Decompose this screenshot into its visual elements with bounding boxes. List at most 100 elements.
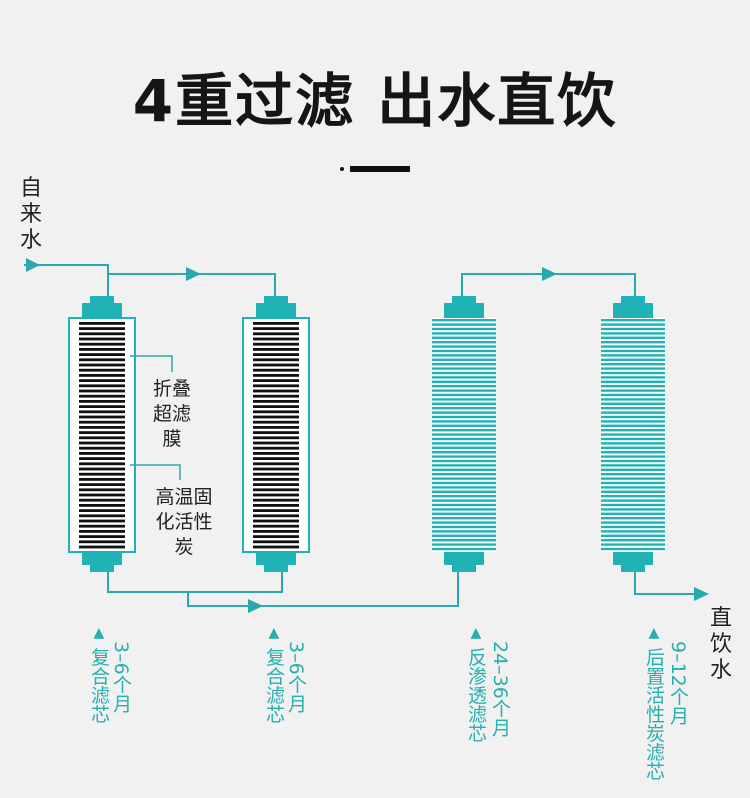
filter-2-stripe: [253, 483, 299, 486]
filter-cartridge-2: [242, 296, 310, 572]
arrow-top-right: [542, 267, 557, 281]
filter-3-stripe: [432, 433, 496, 436]
filter-1-stripe: [79, 358, 125, 362]
filter-2-stripe: [253, 446, 299, 450]
filter-4-stripe: [601, 543, 665, 546]
filter-3-stripe: [432, 358, 496, 361]
filter-1-stripe: [79, 322, 125, 325]
filter-4-stripe: [601, 345, 665, 348]
filter-3-caption: ▲ 反渗透滤芯: [464, 625, 487, 743]
filter-3-stripe: [432, 371, 496, 375]
filter-4-stripe: [601, 371, 665, 375]
filter-4-stripe: [601, 508, 665, 511]
filter-2-stripe: [253, 488, 299, 492]
filter-2-stripe: [253, 389, 299, 393]
filter-3-stripe: [432, 459, 496, 463]
filter-1-stripe: [79, 415, 125, 419]
filter-1-top-cap: [82, 303, 122, 319]
filter-2-stripe: [253, 452, 299, 455]
filter-2-stripe: [253, 493, 299, 497]
filter-1-stripe: [79, 353, 125, 356]
filter-3-top-cap: [444, 303, 484, 319]
filter-4-stripe: [601, 464, 665, 467]
filter-3-stripe: [432, 451, 496, 454]
filter-4-stripe: [601, 341, 665, 344]
filter-4-stripe: [601, 517, 665, 520]
filter-2-stripe: [253, 327, 299, 330]
filter-1-stripe: [79, 504, 125, 507]
filter-3-stripe: [432, 380, 496, 383]
pipe-2-3: [187, 570, 459, 607]
filter-3-stripe: [432, 508, 496, 511]
filter-4-stripe: [601, 446, 665, 449]
flow-arrows: [26, 258, 709, 613]
input-label: 自来水: [20, 176, 43, 253]
filter-1-stripe: [79, 394, 125, 398]
filter-1-stripe: [79, 446, 125, 450]
filter-4-stripe: [601, 332, 665, 335]
filter-3-stripe: [432, 341, 496, 344]
page-title: 4重过滤 出水直饮: [132, 67, 618, 135]
filter-3-stripe: [432, 407, 496, 410]
filter-2-stripe: [253, 472, 299, 476]
arrow-inlet: [26, 258, 40, 272]
filter-1-stripe: [79, 431, 125, 434]
leader-membrane: [130, 355, 173, 372]
filter-4-stripe: [601, 503, 665, 507]
filter-2-stripe: [253, 519, 299, 523]
filter-4-stripe: [601, 385, 665, 388]
filter-2-name: 复合滤芯: [262, 647, 285, 724]
filter-4-stripe: [601, 415, 665, 419]
filter-4-stripe: [601, 530, 665, 533]
filter-1-stripe: [79, 426, 125, 429]
filter-1-stripe: [79, 509, 125, 512]
filter-2-stripe: [253, 384, 299, 388]
filter-1-stripe: [79, 467, 125, 471]
filter-1-bottom-nozzle: [90, 564, 114, 572]
filter-3-stripe: [432, 547, 496, 551]
filter-4-stripe: [601, 534, 665, 537]
filter-1-stripe: [79, 462, 125, 466]
filter-1-name: 复合滤芯: [87, 647, 110, 724]
filter-4-stripe: [601, 486, 665, 489]
filter-1-stripe: [79, 514, 125, 518]
filter-1-stripe: [79, 452, 125, 455]
filter-1-stripe: [79, 535, 125, 538]
filter-2-stripe: [253, 405, 299, 408]
filter-1-stripe: [79, 530, 125, 533]
filter-1-stripe: [79, 493, 125, 497]
filter-3-stripe: [432, 429, 496, 432]
filter-1-stripe: [79, 332, 125, 336]
filter-3-name: 反渗透滤芯: [464, 647, 487, 743]
filter-1-top-nozzle: [90, 296, 114, 304]
filter-4-caption-icon: ▲: [645, 625, 662, 641]
filter-cartridge-4: [601, 296, 665, 572]
filter-3-stripe: [432, 345, 496, 348]
filter-3-stripe: [432, 393, 496, 397]
filter-3-stripe: [432, 512, 496, 515]
pipe-inlet: [24, 264, 109, 298]
filter-1-caption-icon: ▲: [90, 625, 107, 641]
filter-1-caption: ▲ 复合滤芯: [87, 625, 110, 724]
title-dot: [340, 167, 344, 171]
filter-4-name: 后置活性炭滤芯: [642, 647, 665, 781]
filter-4-stripe: [601, 380, 665, 383]
filter-1-stripe: [79, 483, 125, 486]
filter-3-stripe: [432, 539, 496, 542]
filter-2-stripe: [253, 545, 299, 549]
filter-4-stripe: [601, 547, 665, 551]
filter-3-stripe: [432, 446, 496, 449]
filter-1-stripe: [79, 472, 125, 476]
arrow-outlet: [694, 587, 709, 601]
filter-4-stripe: [601, 433, 665, 436]
filter-4-stripe: [601, 512, 665, 515]
filter-2-caption: ▲ 复合滤芯: [262, 625, 285, 724]
filter-1-stripe: [79, 524, 125, 528]
filter-2-stripe: [253, 348, 299, 351]
filter-3-stripe: [432, 477, 496, 480]
filter-2-stripe: [253, 363, 299, 367]
filter-4-stripe: [601, 393, 665, 397]
filter-2-stripe: [253, 478, 299, 481]
filter-3-stripe: [432, 481, 496, 485]
